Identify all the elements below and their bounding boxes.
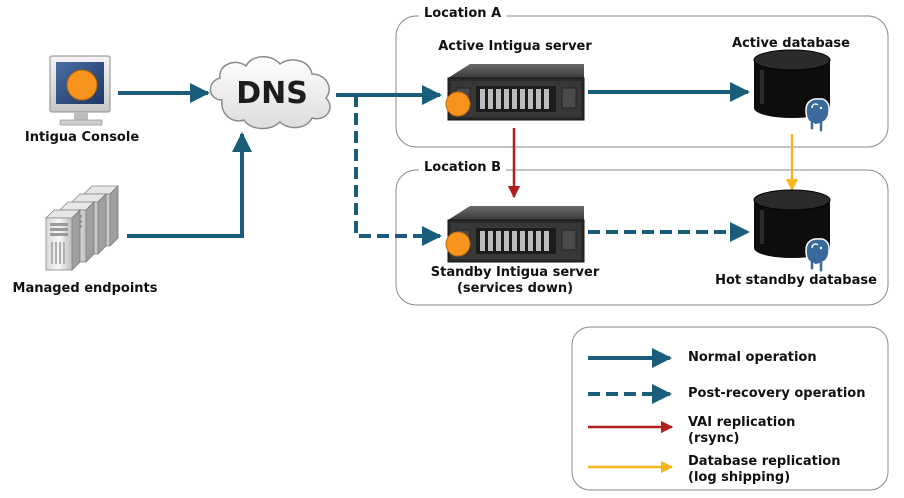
active-server-rack-icon [445, 63, 585, 121]
standby-server-rack-icon [445, 205, 585, 263]
location-a-title: Location A [419, 6, 507, 22]
legend-db-label-line2: (log shipping) [688, 470, 791, 485]
endpoints-label: Managed endpoints [12, 281, 158, 296]
standby-server-label-line1: Standby Intigua server [430, 265, 600, 280]
legend-post-recovery-label: Post-recovery operation [688, 386, 866, 401]
cloud-icon [209, 56, 331, 130]
dns-label: DNS [236, 76, 308, 111]
legend-normal-label: Normal operation [688, 350, 817, 365]
legend-box [571, 326, 889, 491]
dns-standby-server-dashed-arrow [354, 95, 442, 246]
endpoints-dns-arrow [127, 132, 252, 238]
legend-db-label-line1: Database replication [688, 454, 841, 469]
active-database-label: Active database [732, 36, 850, 51]
standby-server-label-line2: (services down) [456, 281, 574, 296]
console-label: Intigua Console [24, 130, 140, 145]
location-b-title: Location B [419, 160, 506, 176]
active-server-label: Active Intigua server [438, 39, 592, 54]
standby-database-label: Hot standby database [715, 273, 877, 288]
legend-vai-label-line1: VAI replication [688, 415, 796, 430]
legend-vai-label-line2: (rsync) [688, 431, 740, 446]
server-stack-icon [45, 185, 119, 271]
monitor-icon [49, 55, 111, 126]
